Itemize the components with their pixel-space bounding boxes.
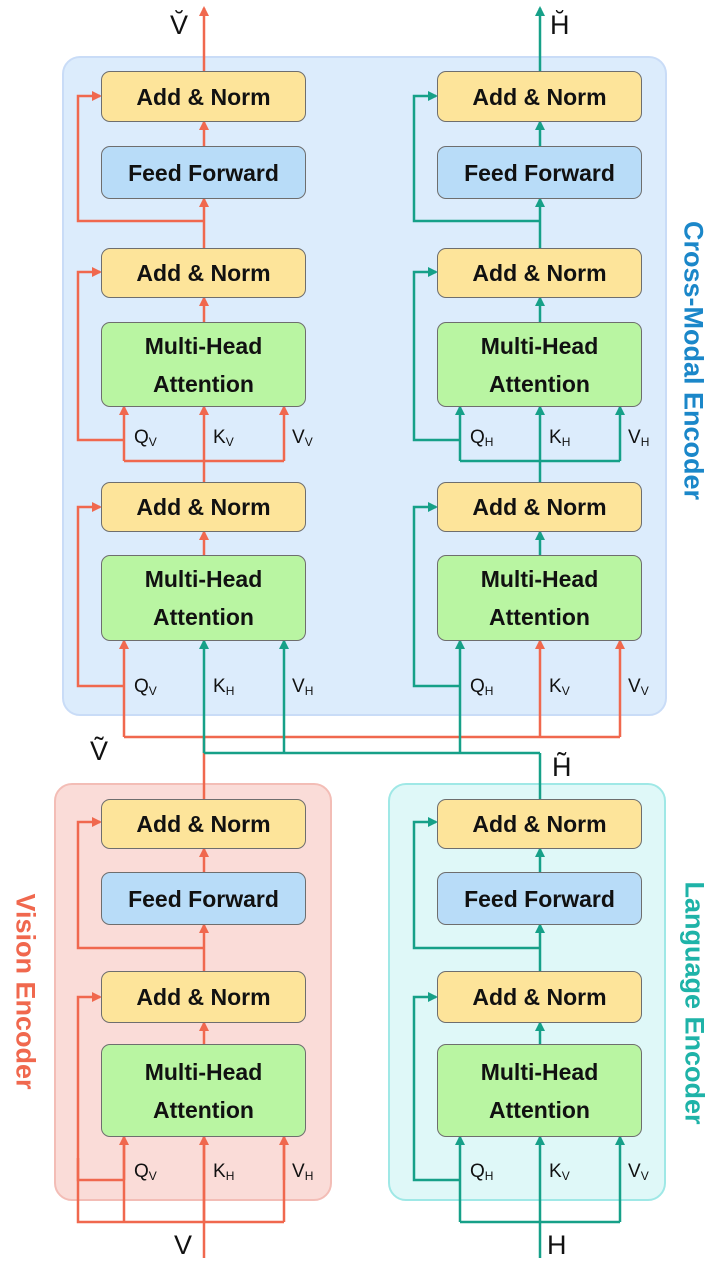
language-self-attention: Multi-Head Attention [437, 1044, 642, 1137]
language-encoder-wires [412, 753, 625, 1258]
vision-intermediate-symbol: Ṽ [90, 736, 109, 766]
cross-right-add-norm-2: Add & Norm [437, 248, 642, 298]
label-q-v: QV [134, 676, 157, 698]
label-k-v: KV [549, 1161, 570, 1183]
cross-left-add-norm-3: Add & Norm [101, 71, 306, 122]
label-k-h: KH [213, 676, 235, 698]
language-output-symbol: H̆ [550, 10, 570, 40]
cross-right-cross-attention: Multi-Head Attention [437, 555, 642, 641]
cross-right-add-norm-3: Add & Norm [437, 71, 642, 122]
cross-right-wires [412, 6, 625, 555]
vision-add-norm-2: Add & Norm [101, 799, 306, 849]
label-k-v: KV [213, 427, 234, 449]
label-v-h: VH [628, 427, 650, 449]
vision-self-attention: Multi-Head Attention [101, 1044, 306, 1137]
cross-right-feed-forward: Feed Forward [437, 146, 642, 199]
cross-right-self-attention: Multi-Head Attention [437, 322, 642, 407]
vision-output-symbol: V̆ [170, 10, 189, 40]
label-k-h: KH [549, 427, 571, 449]
label-q-v: QV [134, 1161, 157, 1183]
cross-left-feed-forward: Feed Forward [101, 146, 306, 199]
label-v-v: VV [628, 676, 649, 698]
language-encoder-title: Language Encoder [679, 881, 710, 1125]
label-k-v: KV [549, 676, 570, 698]
language-cross-bus [199, 502, 540, 755]
vision-input-symbol: V [174, 1230, 193, 1260]
label-q-h: QH [470, 427, 494, 449]
vision-add-norm-1: Add & Norm [101, 971, 306, 1023]
vision-encoder-wires [76, 760, 289, 1258]
cross-modal-encoder-title: Cross-Modal Encoder [678, 220, 709, 501]
vision-feed-forward: Feed Forward [101, 872, 306, 925]
label-v-h: VH [292, 676, 314, 698]
label-v-h: VH [292, 1161, 314, 1183]
language-feed-forward: Feed Forward [437, 872, 642, 925]
label-q-v: QV [134, 427, 157, 449]
language-add-norm-1: Add & Norm [437, 971, 642, 1023]
language-intermediate-symbol: H̃ [552, 752, 572, 782]
label-q-h: QH [470, 1161, 494, 1183]
cross-left-cross-attention: Multi-Head Attention [101, 555, 306, 641]
language-input-symbol: H [547, 1230, 567, 1260]
cross-left-add-norm-2: Add & Norm [101, 248, 306, 298]
label-q-h: QH [470, 676, 494, 698]
vision-encoder-title: Vision Encoder [10, 893, 41, 1090]
cross-left-self-attention: Multi-Head Attention [101, 322, 306, 407]
cross-left-add-norm-1: Add & Norm [101, 482, 306, 532]
label-k-h: KH [213, 1161, 235, 1183]
cross-right-add-norm-1: Add & Norm [437, 482, 642, 532]
cross-left-wires [76, 6, 289, 555]
label-v-v: VV [292, 427, 313, 449]
language-add-norm-2: Add & Norm [437, 799, 642, 849]
label-v-v: VV [628, 1161, 649, 1183]
